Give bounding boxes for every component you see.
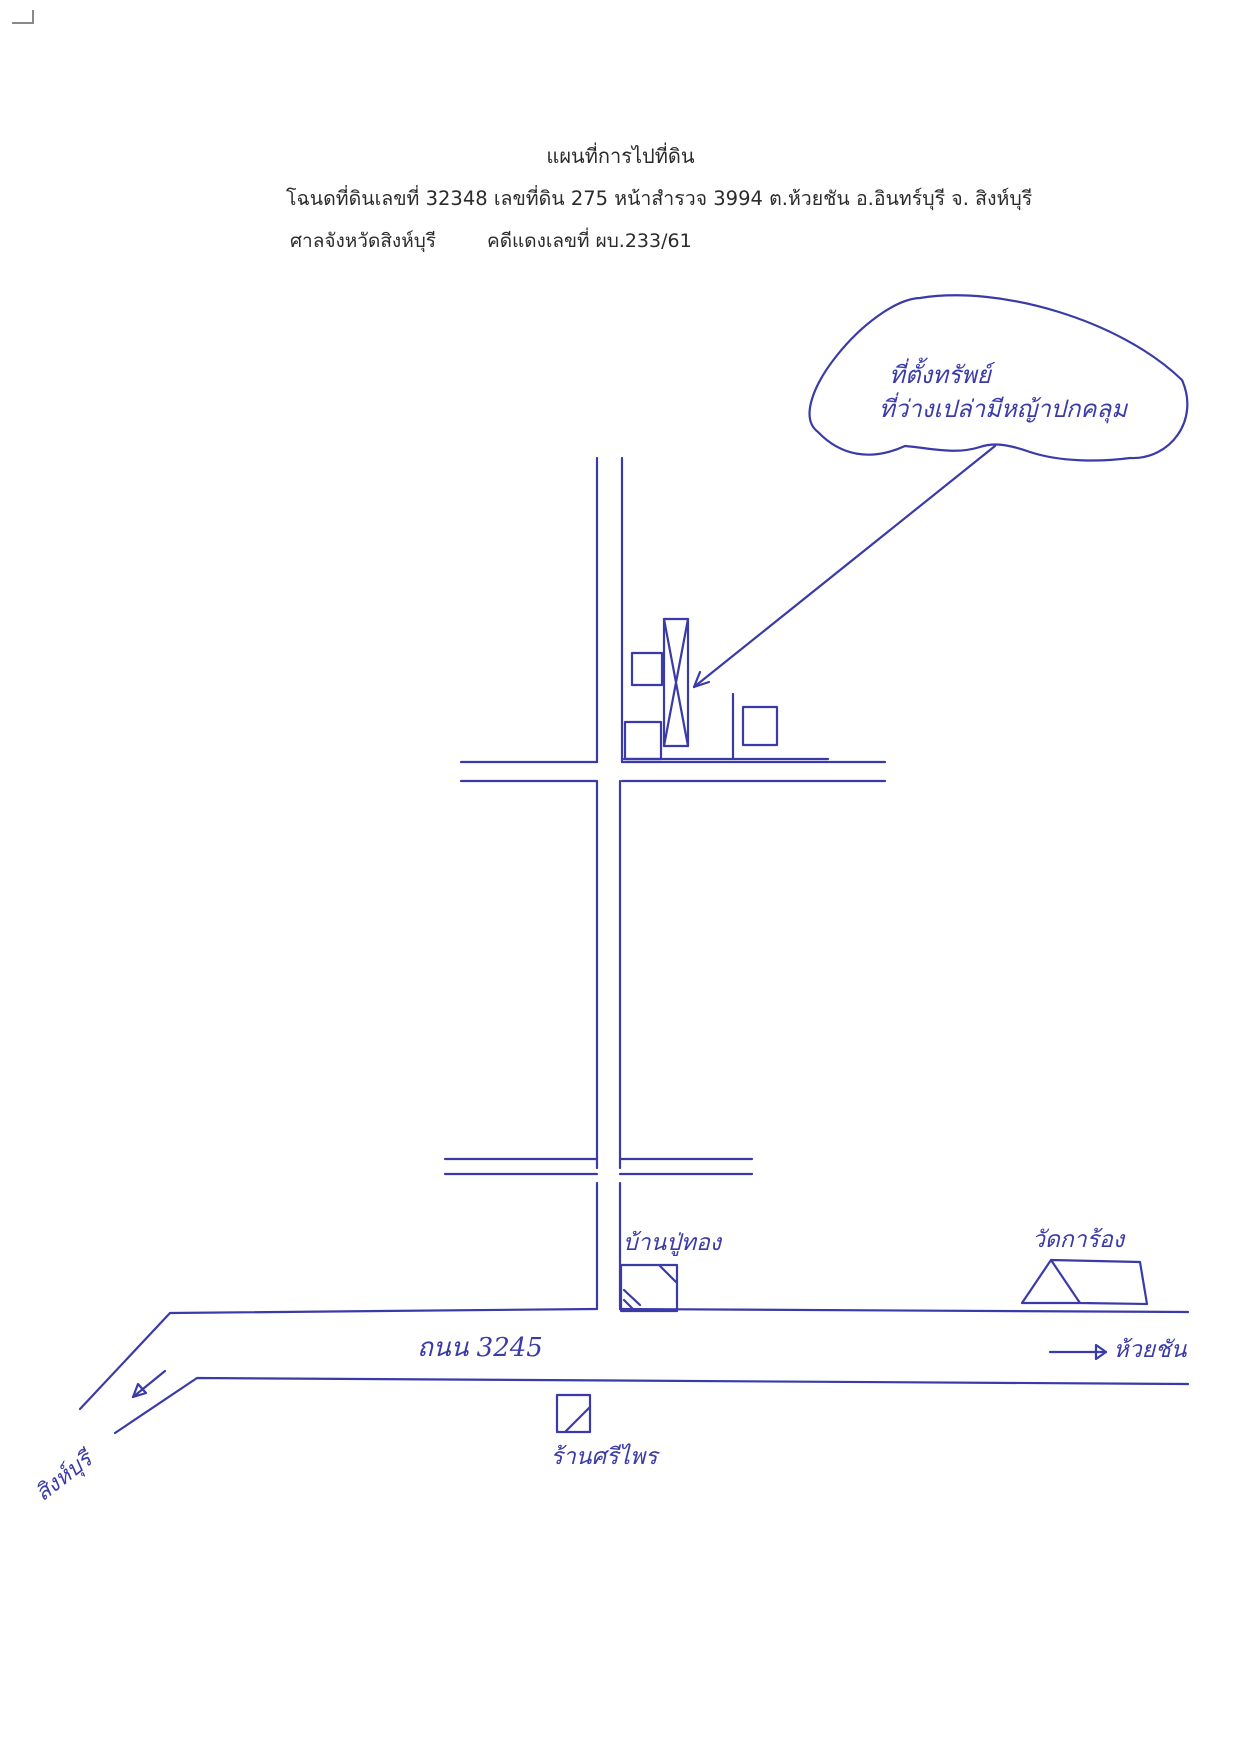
main-road-bottom-edge: [113, 1376, 1190, 1435]
shop-hatch: [564, 1405, 592, 1433]
house-building: [619, 1263, 679, 1313]
case-number: คดีแดงเลขที่ ผบ.233/61: [487, 230, 692, 252]
corner-mark: [12, 10, 34, 24]
property-plot: [662, 617, 690, 748]
deed-info-line: โฉนดที่ดินเลขที่ 32348 เลขที่ดิน 275 หน้…: [286, 187, 1033, 210]
neighbour-building-lower: [623, 720, 663, 761]
main-road-top-edge: [78, 1307, 1190, 1411]
bubble-text-location: ที่ตั้งทรัพย์: [889, 357, 996, 389]
singburi-label: สิงห์บุรี: [30, 1444, 99, 1506]
road-label: ถนน 3245: [417, 1333, 543, 1363]
property-bubble: [808, 294, 1189, 462]
temple-building: [1020, 1258, 1149, 1306]
temple-label: วัดการ้อง: [1032, 1227, 1126, 1253]
pointer-arrow-head: [692, 670, 711, 689]
house-label: บ้านปู่ทอง: [623, 1230, 723, 1256]
neighbour-building-upper: [630, 651, 664, 687]
pointer-arrow-line: [692, 444, 997, 689]
bubble-text-vacant: ที่ว่างเปล่ามีหญ้าปกคลุม: [879, 392, 1128, 424]
property-cross-mark: [662, 617, 690, 748]
shop-label: ร้านศรีไพร: [550, 1443, 660, 1470]
arrow-to-singburi-head: [131, 1382, 148, 1399]
neighbour-building-right: [741, 705, 779, 747]
court-name: ศาลจังหวัดสิงห์บุรี: [290, 230, 436, 252]
shop-building: [555, 1393, 592, 1434]
house-hatch: [622, 1264, 678, 1312]
arrow-to-huaychan-head: [1094, 1343, 1108, 1361]
map-title: แผนที่การไปที่ดิน: [546, 144, 695, 168]
huaychan-label: ห้วยชัน: [1114, 1337, 1188, 1363]
arrow-to-singburi: [131, 1369, 167, 1399]
